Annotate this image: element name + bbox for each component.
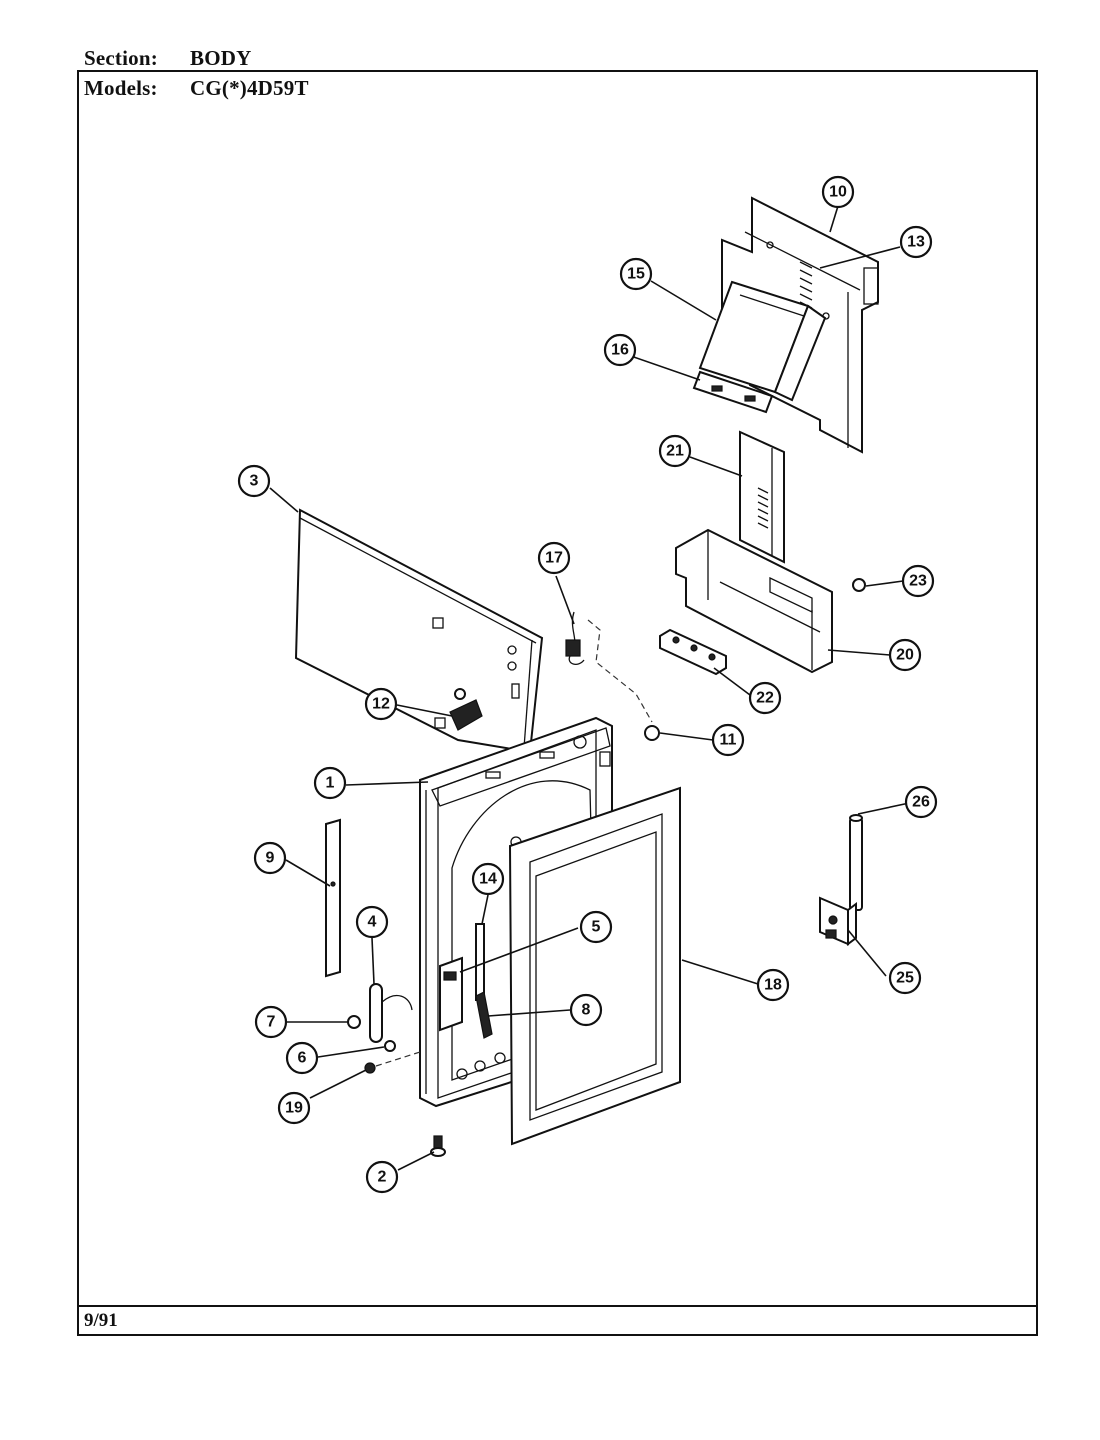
callout-19: 19 <box>277 1091 311 1125</box>
svg-text:26: 26 <box>912 794 930 811</box>
svg-text:7: 7 <box>267 1014 276 1031</box>
part-plug <box>644 725 660 741</box>
svg-text:11: 11 <box>720 732 737 749</box>
callout-12: 12 <box>364 687 398 721</box>
part-vent-panel <box>739 430 785 564</box>
part-clip <box>449 688 483 731</box>
svg-text:9: 9 <box>266 850 275 867</box>
callout-23: 23 <box>901 564 935 598</box>
callout-8: 8 <box>569 993 603 1027</box>
part-washer-6 <box>384 1040 396 1052</box>
svg-text:13: 13 <box>907 234 925 251</box>
svg-text:15: 15 <box>627 266 645 283</box>
callout-15: 15 <box>619 257 653 291</box>
models-label: Models: <box>84 76 158 100</box>
svg-text:20: 20 <box>896 647 914 664</box>
part-terminal-block <box>659 628 727 676</box>
svg-text:3: 3 <box>250 473 259 490</box>
callout-9: 9 <box>253 841 287 875</box>
revision-date: 9/91 <box>84 1310 118 1331</box>
callout-17: 17 <box>537 541 571 575</box>
part-bracket <box>692 370 774 414</box>
section-label: Section: <box>84 46 158 70</box>
part-lower-housing <box>675 528 833 674</box>
part-strip <box>325 818 341 978</box>
callout-5: 5 <box>579 910 613 944</box>
callout-25: 25 <box>888 961 922 995</box>
callout-4: 4 <box>355 905 389 939</box>
part-wire-harness <box>565 611 653 723</box>
callout-3: 3 <box>237 464 271 498</box>
part-rod <box>849 814 863 911</box>
part-hinge-14 <box>475 923 485 1001</box>
svg-text:12: 12 <box>372 696 390 713</box>
callout-20: 20 <box>888 638 922 672</box>
footer-divider <box>77 1305 1038 1307</box>
callout-11: 11 <box>711 723 745 757</box>
svg-text:2: 2 <box>378 1169 387 1186</box>
callout-26: 26 <box>904 785 938 819</box>
svg-text:8: 8 <box>582 1002 591 1019</box>
part-bracket-25 <box>819 896 857 946</box>
callout-16: 16 <box>603 333 637 367</box>
callout-22: 22 <box>748 681 782 715</box>
leader-lines <box>269 205 915 1171</box>
svg-text:10: 10 <box>829 184 847 201</box>
svg-text:25: 25 <box>896 970 914 987</box>
callout-14: 14 <box>471 862 505 896</box>
callout-10: 10 <box>821 175 855 209</box>
models-value: CG(*)4D59T <box>190 76 309 100</box>
part-duct-hood <box>698 280 827 402</box>
svg-text:6: 6 <box>298 1050 307 1067</box>
diagram-frame <box>77 70 1038 1336</box>
callout-18: 18 <box>756 968 790 1002</box>
svg-text:21: 21 <box>666 443 684 460</box>
callout-6: 6 <box>285 1041 319 1075</box>
svg-text:14: 14 <box>479 871 497 888</box>
svg-text:17: 17 <box>545 550 563 567</box>
part-screw-23 <box>852 578 866 592</box>
svg-text:18: 18 <box>764 977 782 994</box>
svg-text:19: 19 <box>285 1100 303 1117</box>
callout-7: 7 <box>254 1005 288 1039</box>
callout-21: 21 <box>658 434 692 468</box>
section-value: BODY <box>190 46 252 70</box>
callout-13: 13 <box>899 225 933 259</box>
part-leveling-leg <box>430 1135 446 1157</box>
part-knob-7 <box>347 1015 361 1029</box>
part-oven-door <box>508 786 681 1146</box>
callout-2: 2 <box>365 1160 399 1194</box>
callout-1: 1 <box>313 766 347 800</box>
svg-text:22: 22 <box>756 690 774 707</box>
svg-text:5: 5 <box>592 919 601 936</box>
svg-text:1: 1 <box>326 775 335 792</box>
part-latch-plate <box>439 956 463 1032</box>
part-handle-8 <box>475 991 493 1039</box>
part-side-panel <box>294 508 544 754</box>
part-handle-4 <box>369 983 413 1043</box>
part-screw-19 <box>364 1051 421 1074</box>
svg-text:16: 16 <box>611 342 629 359</box>
svg-text:4: 4 <box>368 914 377 931</box>
svg-text:23: 23 <box>909 573 927 590</box>
